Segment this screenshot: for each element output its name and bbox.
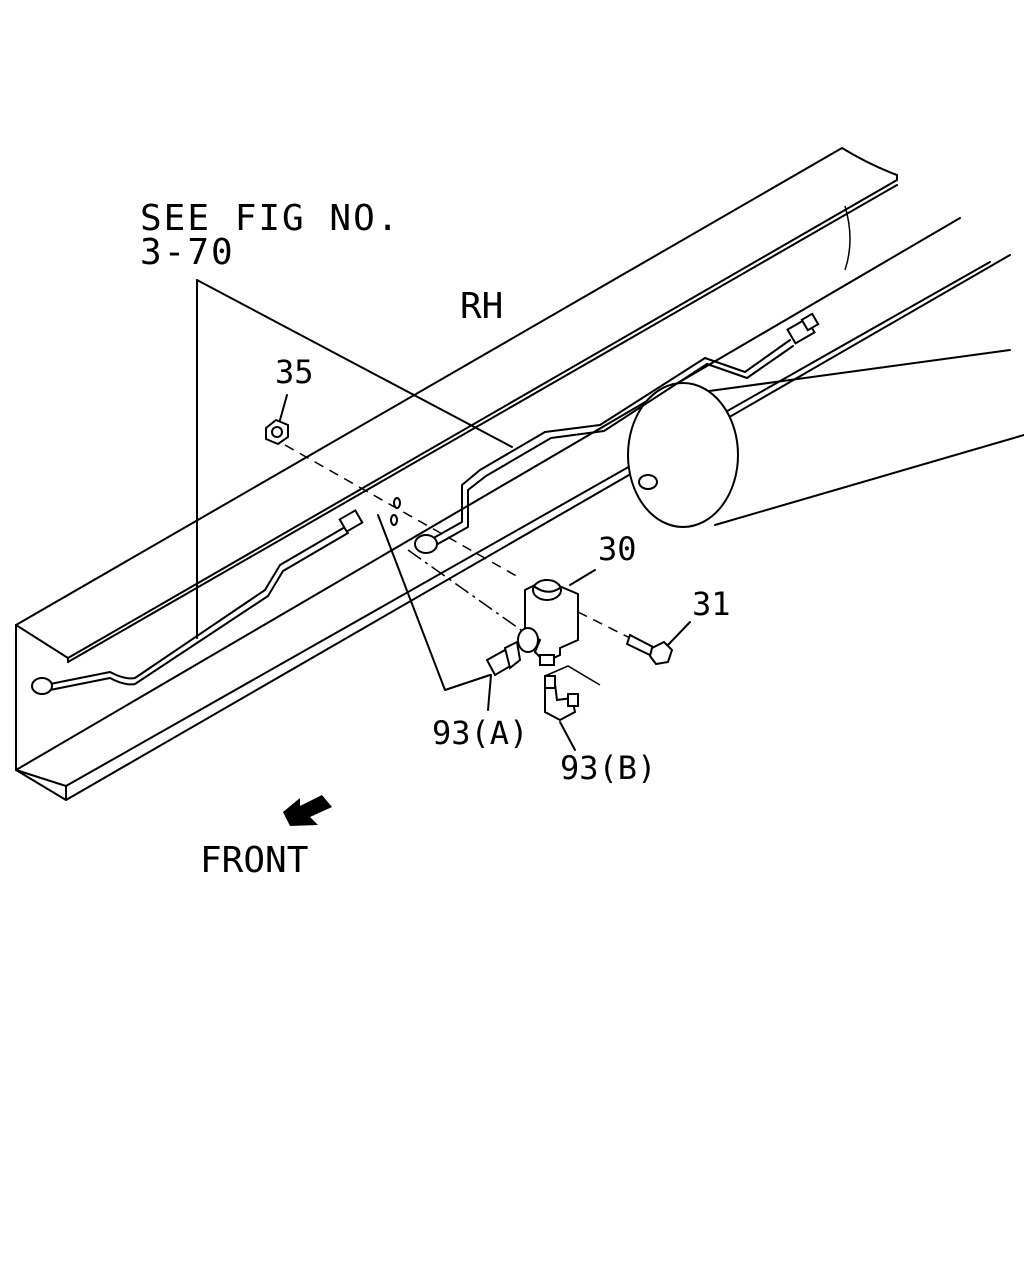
assembly-line-35	[284, 444, 521, 579]
front-label: FRONT	[200, 840, 308, 881]
part-label-30: 30	[598, 530, 637, 568]
rail-hole-lower	[390, 514, 398, 526]
part-label-93a: 93(A)	[432, 714, 528, 752]
brake-pipe-lower	[31, 509, 364, 695]
rail-hole-upper	[393, 497, 401, 509]
fitting-93a	[485, 640, 522, 711]
brake-pipe-upper	[414, 312, 820, 554]
part-label-31: 31	[692, 585, 731, 623]
part-label-93b: 93(B)	[560, 749, 656, 787]
bolt-31	[577, 611, 691, 666]
elbow-93b	[544, 675, 579, 751]
part-label-35: 35	[275, 353, 314, 391]
see-fig-leader	[196, 279, 513, 639]
valve-30	[517, 569, 596, 666]
bracket-line-93a	[377, 514, 491, 691]
front-arrow-icon	[283, 795, 332, 826]
assembly-line-93a	[407, 549, 529, 636]
bracket-line-93b	[544, 665, 601, 686]
see-fig-label-line1: SEE FIG NO.	[140, 198, 400, 239]
nut-35	[265, 394, 289, 446]
air-tank	[627, 349, 1024, 528]
side-label: RH	[460, 286, 503, 327]
see-fig-label-line2: 3-70	[140, 232, 235, 273]
